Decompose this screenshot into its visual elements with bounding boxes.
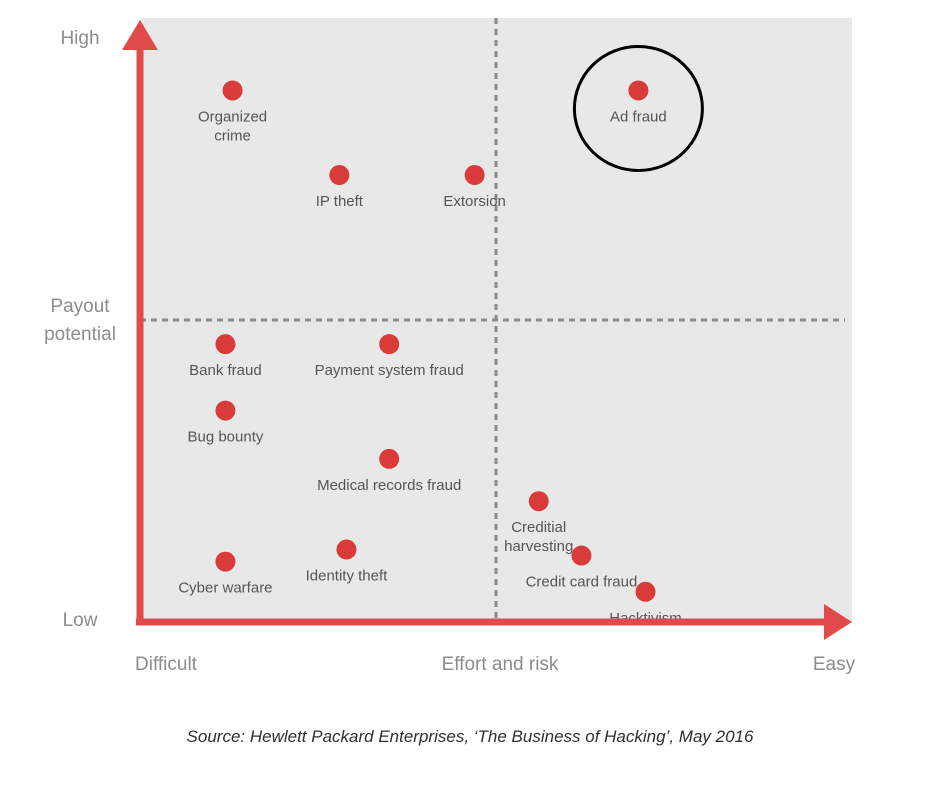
point-identity-theft: Identity theft (306, 539, 389, 585)
x-tick-difficult: Difficult (135, 654, 198, 675)
point-label-line: Extorsion (443, 193, 506, 210)
point-marker (215, 551, 236, 572)
point-label-line: Ad fraud (610, 108, 667, 125)
point-label-line: Creditial (511, 519, 566, 536)
point-label-line: Organized (198, 108, 267, 125)
point-label: Extorsion (443, 193, 506, 210)
point-bug-bounty: Bug bounty (187, 400, 264, 446)
point-label: Identity theft (306, 568, 389, 585)
point-marker (215, 334, 236, 355)
point-bank-fraud: Bank fraud (189, 334, 262, 379)
y-axis-label-line-2: potential (44, 324, 116, 345)
point-credit-card-fraud: Credit card fraud (526, 545, 638, 591)
x-axis-label: Effort and risk (442, 654, 559, 675)
point-label-line: crime (214, 127, 251, 144)
point-label: Organized crime (198, 108, 267, 144)
point-marker (379, 334, 400, 355)
point-ip-theft: IP theft (316, 165, 364, 210)
source-caption: Source: Hewlett Packard Enterprises, ‘Th… (186, 727, 754, 746)
point-label: Creditial harvesting (504, 519, 573, 555)
y-tick-high: High (60, 28, 99, 49)
point-label: Ad fraud (610, 108, 667, 125)
point-label-line: IP theft (316, 193, 364, 210)
point-label-line: Credit card fraud (526, 574, 638, 591)
point-label-line: harvesting (504, 538, 573, 555)
points-layer: Organized crime IP theft Extorsion Ad fraudB… (178, 44, 704, 627)
highlight-ring (572, 44, 704, 172)
point-marker (464, 165, 485, 186)
point-label: IP theft (316, 193, 364, 210)
point-marker (635, 581, 656, 602)
point-label-line: Bug bounty (187, 429, 263, 446)
point-marker (329, 165, 350, 186)
point-label-line: Medical records fraud (317, 477, 461, 494)
point-cyber-warfare: Cyber warfare (178, 551, 273, 597)
point-label: Cyber warfare (178, 580, 272, 597)
point-marker (628, 80, 649, 101)
point-label-line: Identity theft (306, 568, 389, 585)
point-ad-fraud: Ad fraud (572, 44, 704, 172)
y-axis-arrowhead (122, 20, 158, 50)
point-label-line: Payment system fraud (315, 362, 464, 379)
point-medical-records-fraud: Medical records fraud (317, 448, 461, 494)
point-creditial-harvesting: Creditial harvesting (504, 491, 573, 555)
axes-layer (122, 20, 852, 640)
point-marker (528, 491, 549, 512)
point-marker (215, 400, 236, 421)
point-payment-system-fraud: Payment system fraud (315, 334, 464, 379)
point-label: Payment system fraud (315, 362, 464, 379)
point-extorsion: Extorsion (443, 165, 506, 210)
y-tick-low: Low (63, 610, 98, 631)
point-label: Medical records fraud (317, 477, 461, 494)
point-marker (336, 539, 357, 560)
point-marker (222, 80, 243, 101)
point-marker (379, 448, 400, 469)
point-organized-crime: Organized crime (198, 80, 267, 144)
point-label: Bug bounty (187, 429, 263, 446)
point-label: Bank fraud (189, 362, 262, 379)
point-label-line: Cyber warfare (178, 580, 272, 597)
point-label: Credit card fraud (526, 574, 638, 591)
point-marker (571, 545, 592, 566)
x-tick-easy: Easy (813, 654, 856, 675)
x-axis-arrowhead (824, 604, 852, 640)
y-axis-label-line-1: Payout (50, 296, 110, 317)
point-label-line: Bank fraud (189, 362, 262, 379)
